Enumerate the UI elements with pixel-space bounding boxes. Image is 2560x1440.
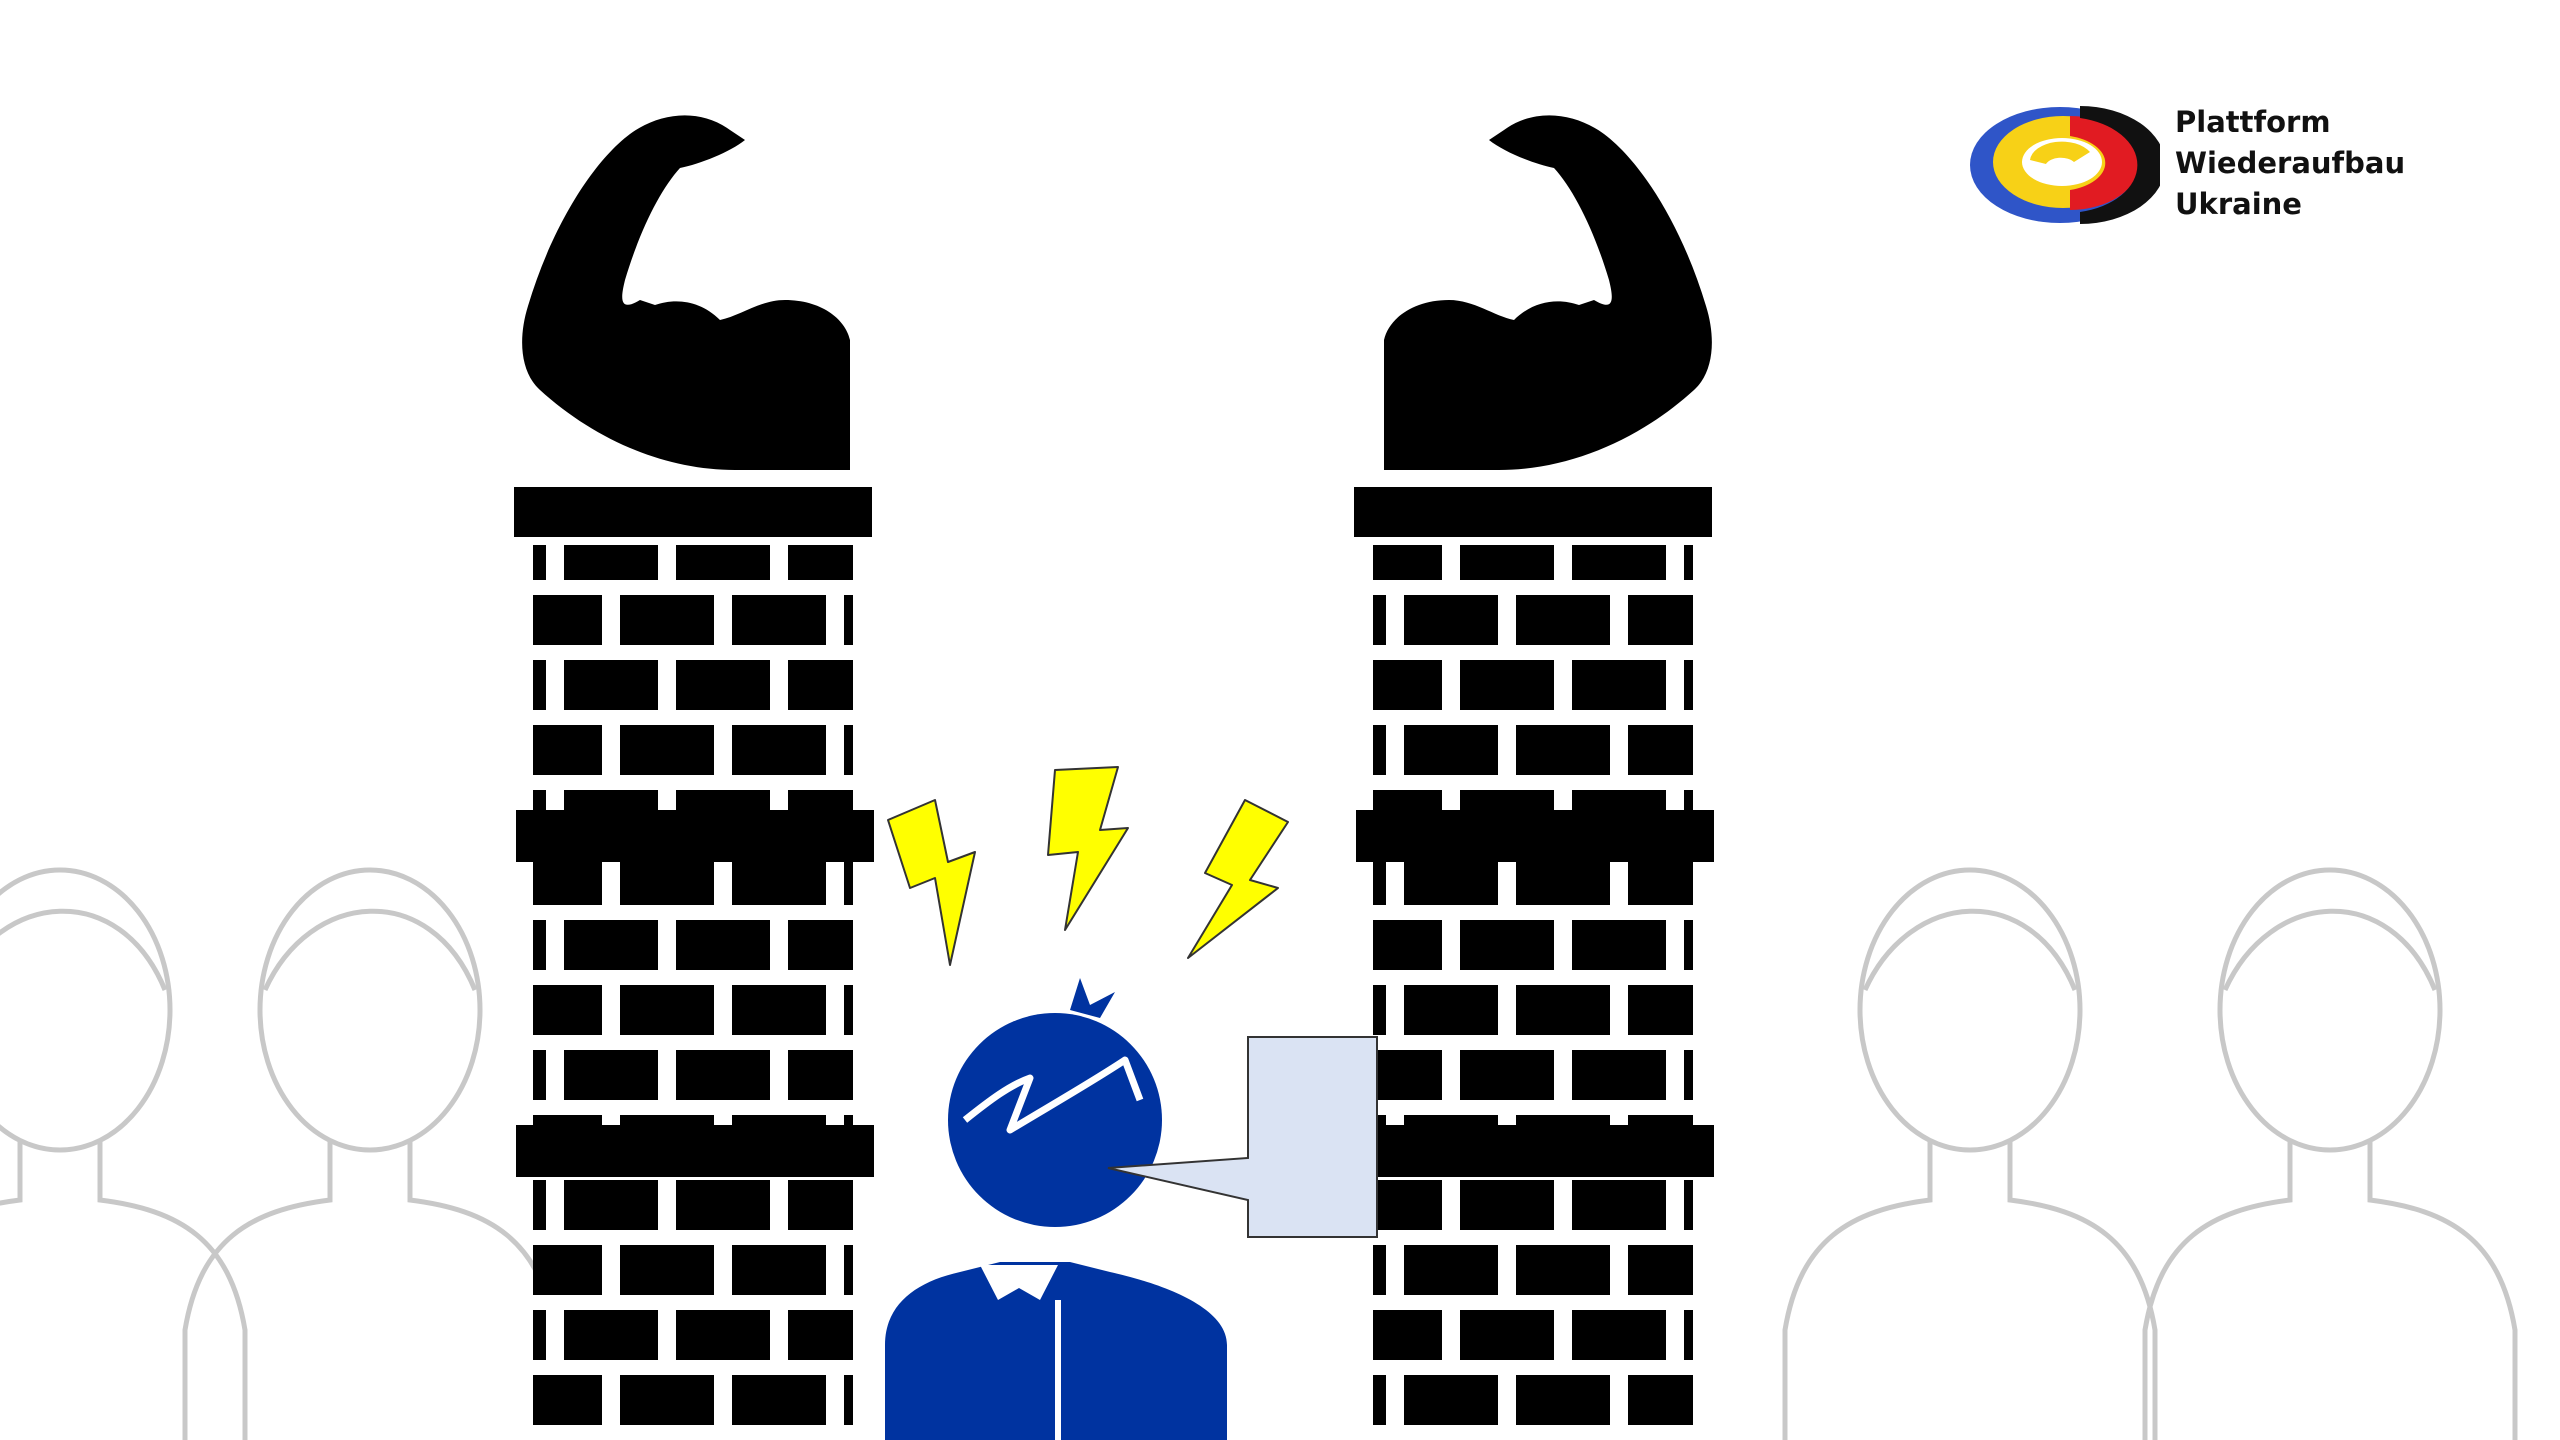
logo: Plattform Wiederaufbau Ukraine [1970,100,2430,230]
lightning-bolts [887,766,1289,966]
hair-line [962,1056,1144,1134]
logo-emblem-icon [1970,106,2160,224]
lightning-bolt-icon [887,799,976,966]
lightning-bolt-icon [1047,766,1129,931]
brick-pillar-icon [514,487,874,1440]
lightning-bolt-icon [1187,799,1289,959]
logo-wordmark: Plattform Wiederaufbau Ukraine [2175,102,2405,225]
shirt-collar [980,1265,1058,1300]
logo-line-1: Plattform [2175,105,2331,139]
person-icon [885,978,1227,1440]
person-head [948,1013,1162,1227]
logo-line-3: Ukraine [2175,187,2302,221]
hair-tuft [1070,978,1115,1018]
brick-pillar-icon [1354,487,1714,1440]
speech-bubble-icon [1107,1036,1378,1238]
logo-line-2: Wiederaufbau [2175,146,2406,180]
